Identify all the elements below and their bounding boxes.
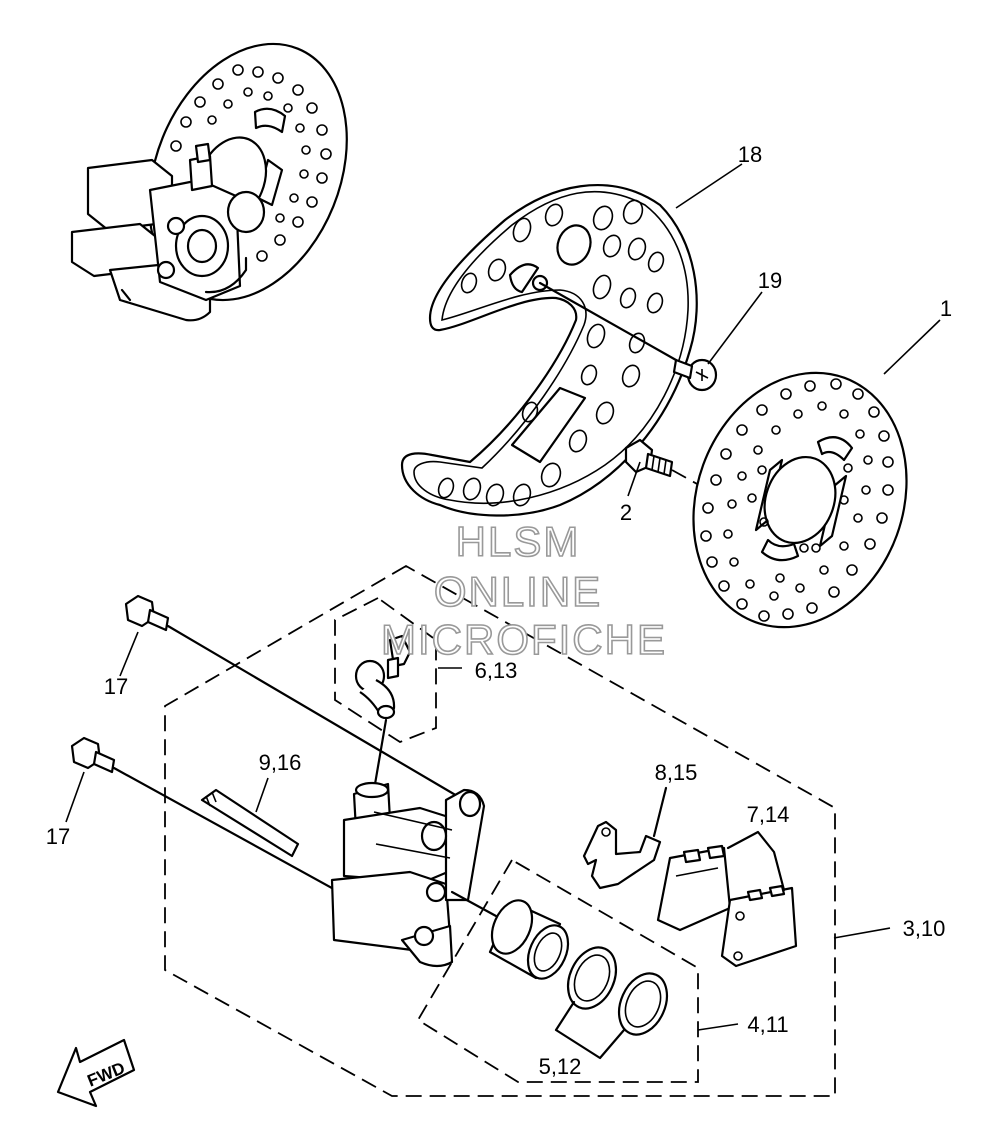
part-17-bolt-lower	[70, 736, 352, 900]
callout-1: 1	[940, 296, 952, 321]
callout-17-upper: 17	[104, 674, 128, 699]
kit-3-10-boundary	[164, 564, 836, 1097]
callout-6-13: 6,13	[475, 658, 518, 683]
watermark-line-3: MICROFICHE	[381, 616, 667, 663]
fwd-arrow-icon: FWD	[56, 1038, 136, 1108]
leader-lines	[65, 163, 941, 1031]
part-6-13-bleed-screw	[354, 634, 412, 792]
watermark-line-2: ONLINE	[434, 568, 602, 615]
part-1-brake-disc	[692, 371, 908, 629]
part-9-16-pin	[200, 788, 300, 858]
callout-8-15: 8,15	[655, 760, 698, 785]
part-19-screw	[538, 281, 718, 392]
callout-18: 18	[738, 142, 762, 167]
kit-4-11-boundary	[416, 858, 699, 1083]
part-17-bolt-upper	[124, 594, 466, 802]
part-8-15-pad-support	[582, 786, 668, 890]
part-4-11-piston	[450, 890, 570, 980]
callout-9-16: 9,16	[259, 750, 302, 775]
callout-5-12: 5,12	[539, 1054, 582, 1079]
assembled-caliper	[70, 142, 266, 322]
callout-17-lower: 17	[46, 824, 70, 849]
callout-7-14: 7,14	[747, 802, 790, 827]
callout-2: 2	[620, 500, 632, 525]
caliper-body	[330, 781, 486, 968]
part-5-12-seals	[554, 946, 669, 1060]
callout-3-10: 3,10	[903, 916, 946, 941]
part-7-14-brake-pads	[656, 830, 798, 968]
part-2-bolt	[624, 438, 763, 521]
watermark: HLSM ONLINE MICROFICHE	[380, 517, 667, 664]
kit-6-13-boundary	[334, 596, 437, 744]
watermark-line-1: HLSM	[456, 518, 581, 565]
callout-labels: 18 19 1 2 6,13 8,15 7,14 9,16 3,10 4,11 …	[46, 142, 952, 1079]
part-18-disc-guard	[400, 184, 698, 517]
callout-19: 19	[758, 268, 782, 293]
callout-4-11: 4,11	[747, 1012, 788, 1037]
